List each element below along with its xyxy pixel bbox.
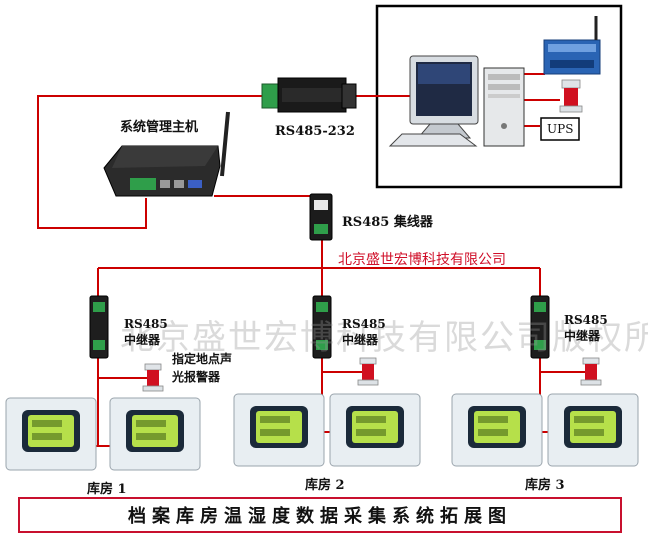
room-label-2: 库房 2 (305, 478, 345, 493)
repeater-label-1: RS485 中继器 (124, 317, 168, 347)
sensor-panel-4 (329, 393, 421, 467)
management-host-icon (103, 111, 230, 197)
alarm-label: 指定地点声 光报警器 (172, 352, 233, 384)
monitor-icon (388, 55, 479, 147)
alarm-icon-2 (357, 357, 379, 386)
repeater-label-3: RS485 中继器 (564, 313, 608, 343)
alarm-icon-1 (142, 363, 164, 392)
sensor-panel-6 (547, 393, 639, 467)
sensor-panel-2 (109, 397, 201, 471)
rs485-hub-icon (309, 193, 333, 241)
caption-box: 档案库房温湿度数据采集系统拓展图 (18, 497, 622, 533)
sensor-panels (5, 393, 639, 471)
sensor-panel-3 (233, 393, 325, 467)
room-label-3: 库房 3 (525, 478, 565, 493)
alarm-icon-3 (580, 357, 602, 386)
pc-tower-icon (483, 67, 525, 147)
sensor-panel-5 (451, 393, 543, 467)
repeater-icon-3 (530, 295, 550, 359)
watermark: 北京盛世宏博科技有限公司版权所有 (120, 318, 648, 358)
workstation-alarm-icon (559, 79, 583, 113)
converter-label: RS485-232 (275, 124, 355, 139)
rs485-232-converter-icon (261, 77, 357, 113)
company-name: 北京盛世宏博科技有限公司 (338, 252, 506, 268)
host-label: 系统管理主机 (120, 120, 199, 135)
room-label-1: 库房 1 (87, 482, 127, 497)
sensor-panel-1 (5, 397, 97, 471)
repeater-icon-1 (89, 295, 109, 359)
gprs-modem-icon (543, 16, 601, 75)
repeater-icon-2 (312, 295, 332, 359)
ups-label: UPS (547, 122, 574, 136)
caption-text: 档案库房温湿度数据采集系统拓展图 (128, 506, 512, 527)
repeater-label-2: RS485 中继器 (342, 317, 386, 347)
ups-box (540, 117, 580, 141)
hub-label: RS485 集线器 (342, 215, 433, 230)
